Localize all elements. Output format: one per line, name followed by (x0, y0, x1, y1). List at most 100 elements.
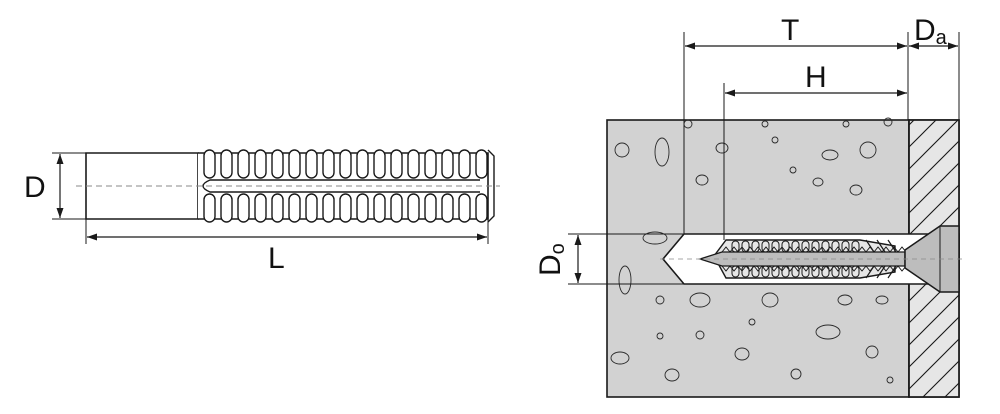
dimension-L: L (85, 219, 489, 275)
plug-tooth-upper (339, 149, 352, 179)
plug-tooth-lower (322, 193, 335, 223)
plug-tip (487, 149, 495, 223)
aggregate-pebble (837, 294, 853, 306)
plug-tooth-lower (237, 193, 250, 223)
label-Do: Do (534, 243, 569, 276)
plug-tooth-upper (271, 149, 284, 179)
plug-tooth-lower (441, 193, 454, 223)
plug-tooth-upper (475, 149, 488, 179)
plug-rib-upper (851, 240, 860, 253)
plug-tooth-upper (441, 149, 454, 179)
aggregate-pebble (656, 332, 664, 340)
label-H: H (805, 61, 827, 94)
screw-thread-top (721, 246, 907, 253)
plug-tooth-lower (458, 193, 471, 223)
aggregate-pebble (886, 376, 894, 384)
plug-tooth-upper (407, 149, 420, 179)
plug-rib-upper (731, 240, 740, 253)
plug-tooth-upper (373, 149, 386, 179)
plug-tooth-upper (237, 149, 250, 179)
dimension-T: T (685, 14, 907, 50)
dimension-Da: Da (909, 14, 958, 50)
plug-side-view: D L (24, 149, 500, 275)
plug-tooth-upper (424, 149, 437, 179)
aggregate-pebble (654, 137, 670, 167)
label-T: T (781, 14, 799, 47)
plug-tooth-upper (322, 149, 335, 179)
aggregate-pebble (842, 120, 850, 128)
plug-tooth-lower (254, 193, 267, 223)
plug-tooth-lower (373, 193, 386, 223)
aggregate-pebble (695, 330, 705, 340)
aggregate-pebble (761, 292, 779, 308)
aggregate-pebble (748, 318, 756, 326)
aggregate-pebble (859, 141, 877, 159)
plug-tooth-upper (254, 149, 267, 179)
plug-tooth-lower (356, 193, 369, 223)
plug-rib-upper (811, 240, 820, 253)
section-view: T Da H Do (534, 14, 965, 398)
aggregate-pebble (695, 174, 709, 186)
plug-rib-lower (731, 265, 740, 278)
aggregate-pebble (771, 136, 779, 144)
label-Da-main: D (914, 14, 936, 47)
plug-rib-lower (811, 265, 820, 278)
aggregate-pebble (715, 142, 729, 154)
installed-plug (713, 239, 896, 279)
label-D: D (24, 171, 46, 204)
label-Da: Da (914, 14, 948, 49)
aggregate-pebble (812, 177, 824, 187)
plug-tooth-upper (305, 149, 318, 179)
plug-tooth-lower (339, 193, 352, 223)
plug-tooth-upper (203, 149, 216, 179)
plug-tooth-lower (305, 193, 318, 223)
aggregate-pebble (689, 292, 711, 308)
dimension-D: D (24, 152, 86, 220)
aggregate-pebble (875, 295, 889, 305)
aggregate-pebble (883, 117, 893, 127)
plug-tooth-lower (220, 193, 233, 223)
plug-rib-upper (771, 240, 780, 253)
aggregate-pebble (790, 368, 802, 380)
aggregate-pebble (849, 184, 863, 196)
plug-teeth (198, 149, 495, 223)
dimension-H: H (725, 61, 907, 97)
label-Do-main: D (534, 254, 567, 276)
aggregate-pebble (865, 345, 879, 359)
plug-tooth-lower (407, 193, 420, 223)
plug-tooth-lower (390, 193, 403, 223)
aggregate-pebble (734, 347, 750, 361)
plug-tooth-lower (288, 193, 301, 223)
plug-tooth-upper (390, 149, 403, 179)
aggregate-pebble (821, 149, 839, 161)
plug-body (85, 149, 495, 223)
screw-thread-bottom (721, 265, 907, 272)
aggregate-pebble (642, 231, 668, 245)
plug-rib-lower (851, 265, 860, 278)
aggregate-pebble (614, 142, 630, 158)
plug-tooth-lower (203, 193, 216, 223)
screw-shank (697, 251, 906, 267)
aggregate-pebble (761, 120, 769, 128)
screw-thread (721, 239, 907, 279)
screw-flute (865, 239, 875, 279)
label-L: L (268, 242, 285, 275)
label-Do-sub: o (547, 243, 569, 254)
aggregate-pebble (664, 368, 680, 382)
dimension-Do: Do (534, 233, 684, 285)
plug-tooth-lower (424, 193, 437, 223)
plug-tooth-upper (356, 149, 369, 179)
aggregate-pebble (789, 166, 797, 174)
aggregate-pebble (618, 265, 632, 295)
plug-tooth-upper (220, 149, 233, 179)
plug-tooth-upper (458, 149, 471, 179)
aggregate-pebble (655, 295, 665, 305)
screw-flute (876, 239, 886, 279)
label-Da-sub: a (936, 27, 948, 49)
plug-tooth-lower (475, 193, 488, 223)
plug-tooth-upper (288, 149, 301, 179)
plug-rib-lower (771, 265, 780, 278)
screw-flute (887, 239, 897, 279)
